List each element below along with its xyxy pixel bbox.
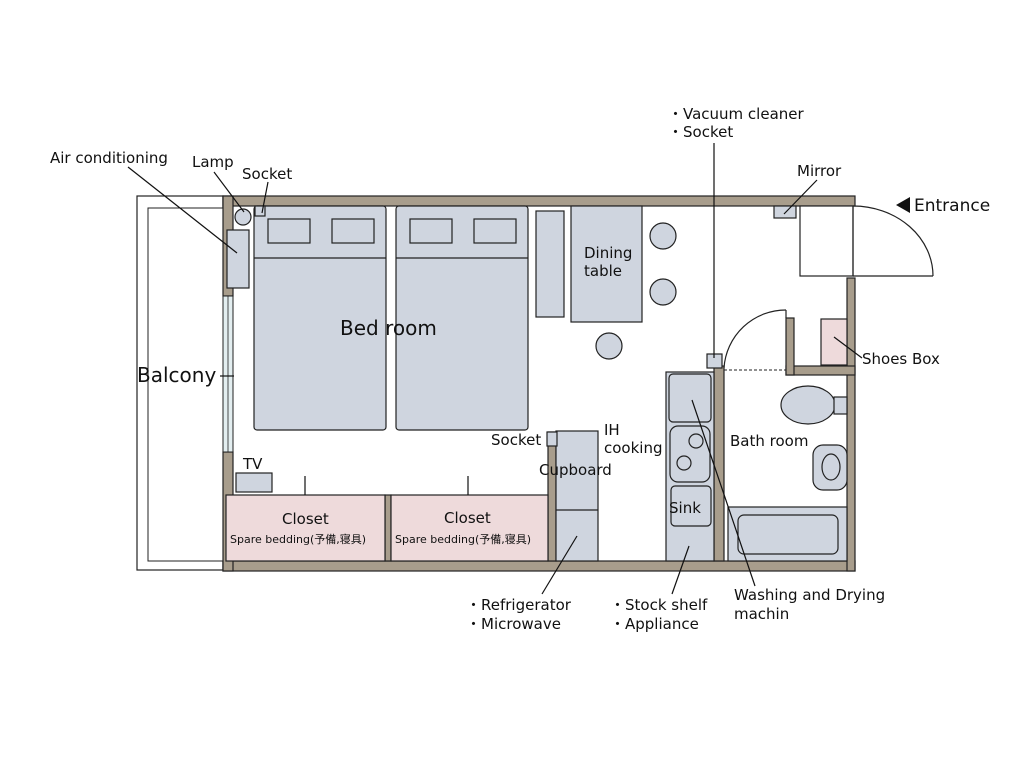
closet-2 [390,494,549,562]
label-vacuum-socket: ・Socket [668,123,733,141]
socket-fixture [254,205,266,217]
triangle-left-icon [896,197,910,213]
bathroom-door [723,309,787,371]
beds [253,205,529,431]
label-dining-2: table [584,262,622,280]
label-microwave: ・Microwave [466,615,561,633]
interior-walls [384,317,856,562]
entrance-door [799,205,934,277]
label-shoes-box: Shoes Box [862,350,940,368]
balcony-window [222,295,234,453]
shoes-box [820,318,848,366]
label-vacuum-cleaner: ・Vacuum cleaner [668,105,804,123]
mirror-fixture [773,205,797,219]
label-appliance: ・Appliance [610,615,699,633]
label-sink: Sink [669,499,701,517]
label-spare-bedding-2: Spare bedding(予備,寝具) [395,532,531,546]
label-cupboard: Cupboard [539,461,612,479]
label-bath-room: Bath room [730,432,808,450]
kitchen [546,371,715,562]
label-socket-top: Socket [242,165,292,183]
label-mirror: Mirror [797,162,842,180]
label-balcony: Balcony [137,363,216,387]
label-tv: TV [242,455,263,473]
label-lamp: Lamp [192,153,234,171]
label-bed-room: Bed room [340,316,437,340]
label-washing-1: Washing and Drying [734,586,885,604]
label-spare-bedding-1: Spare bedding(予備,寝具) [230,532,366,546]
label-closet-1: Closet [282,510,329,528]
label-entrance: Entrance [914,196,990,216]
stool [595,332,623,360]
dining-table [570,205,643,323]
label-air-conditioning: Air conditioning [50,149,168,167]
balcony-inner [147,207,224,562]
label-closet-2: Closet [444,509,491,527]
bench [535,210,565,318]
air-conditioner-unit [226,229,250,289]
stool [649,222,677,250]
label-ih-1: IH [604,421,620,439]
lamp-fixture [234,208,252,226]
label-ih-2: cooking [604,439,662,457]
leader-lines [127,143,863,595]
label-washing-2: machin [734,605,789,623]
tv-unit [235,472,273,493]
labels: Air conditioning Lamp Socket ・Vacuum cle… [50,105,990,633]
stool [649,278,677,306]
bathroom-fixtures [727,385,848,562]
label-refrigerator: ・Refrigerator [466,596,572,614]
label-dining-1: Dining [584,244,632,262]
closet-1 [225,494,386,562]
label-socket-kitchen: Socket [491,431,541,449]
label-stock-shelf: ・Stock shelf [610,596,708,614]
